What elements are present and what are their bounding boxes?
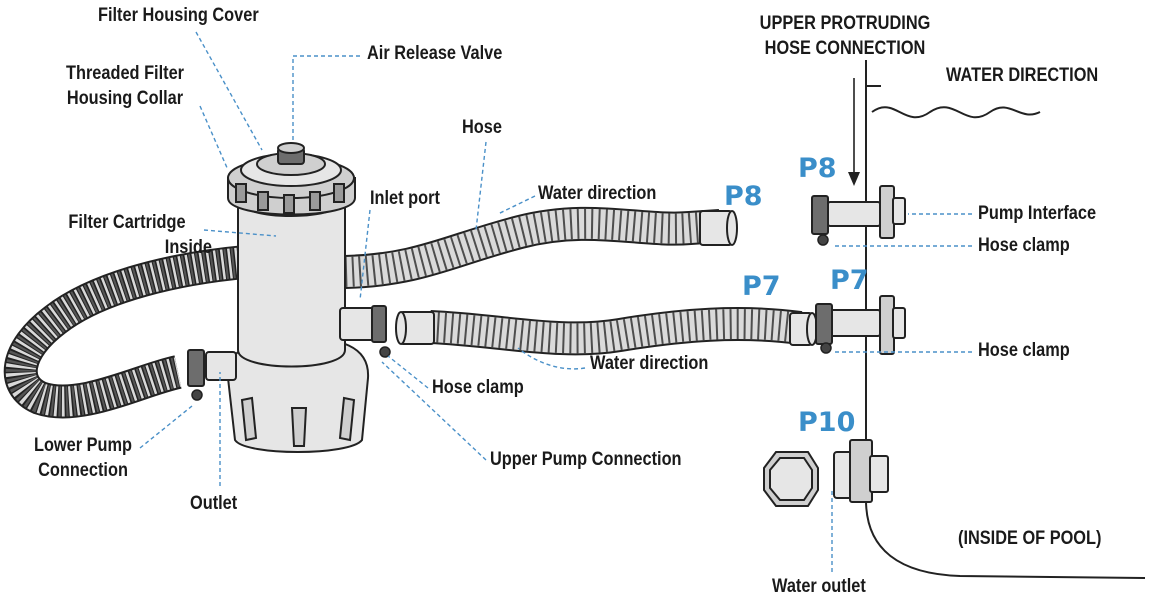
pool-wall <box>763 60 1146 579</box>
lower-pump-connection-label-line2: Connection <box>38 460 128 481</box>
air-release-valve-label: Air Release Valve <box>367 43 503 64</box>
leader-lines <box>139 31 972 572</box>
part-code-p8-hose: P8 <box>724 181 763 212</box>
threaded-collar-label-line1: Threaded Filter <box>65 63 185 84</box>
upper-protruding-label-line2: HOSE CONNECTION <box>764 38 926 59</box>
pump-interface-label: Pump Interface <box>978 203 1097 224</box>
upper-hose <box>344 206 738 289</box>
part-code-p7-hose: P7 <box>742 271 781 302</box>
upper-protruding-label-line1: UPPER PROTRUDING <box>759 13 931 34</box>
part-code-p10-wall: P10 <box>798 407 856 438</box>
water-direction-top-label: Water direction <box>538 183 657 204</box>
hose-clamp-upper-label: Hose clamp <box>978 235 1070 256</box>
upper-pump-connection-label: Upper Pump Connection <box>490 449 682 470</box>
part-code-p7-wall: P7 <box>830 265 869 296</box>
filter-cartridge-label-line1: Filter Cartridge <box>68 212 186 233</box>
inlet-port-label: Inlet port <box>370 188 440 209</box>
hose-clamp-lower-label: Hose clamp <box>978 340 1070 361</box>
threaded-collar-label-line2: Housing Collar <box>66 88 184 109</box>
middle-hose <box>395 307 818 356</box>
inside-of-pool-label: (INSIDE OF POOL) <box>958 528 1102 549</box>
filter-pump <box>187 142 391 453</box>
hose-label: Hose <box>462 117 502 138</box>
water-direction-caps-label: WATER DIRECTION <box>946 65 1099 86</box>
lower-pump-connection-label-line1: Lower Pump <box>33 435 133 456</box>
filter-cartridge-label-line2: Inside <box>164 237 212 258</box>
water-outlet-label: Water outlet <box>772 576 866 597</box>
part-code-p8-wall: P8 <box>798 153 837 184</box>
hose-clamp-left-label: Hose clamp <box>432 377 524 398</box>
water-direction-mid-label: Water direction <box>590 353 709 374</box>
lower-loop-hose <box>3 245 247 419</box>
filter-housing-cover-label: Filter Housing Cover <box>98 5 259 26</box>
outlet-label: Outlet <box>190 493 238 514</box>
